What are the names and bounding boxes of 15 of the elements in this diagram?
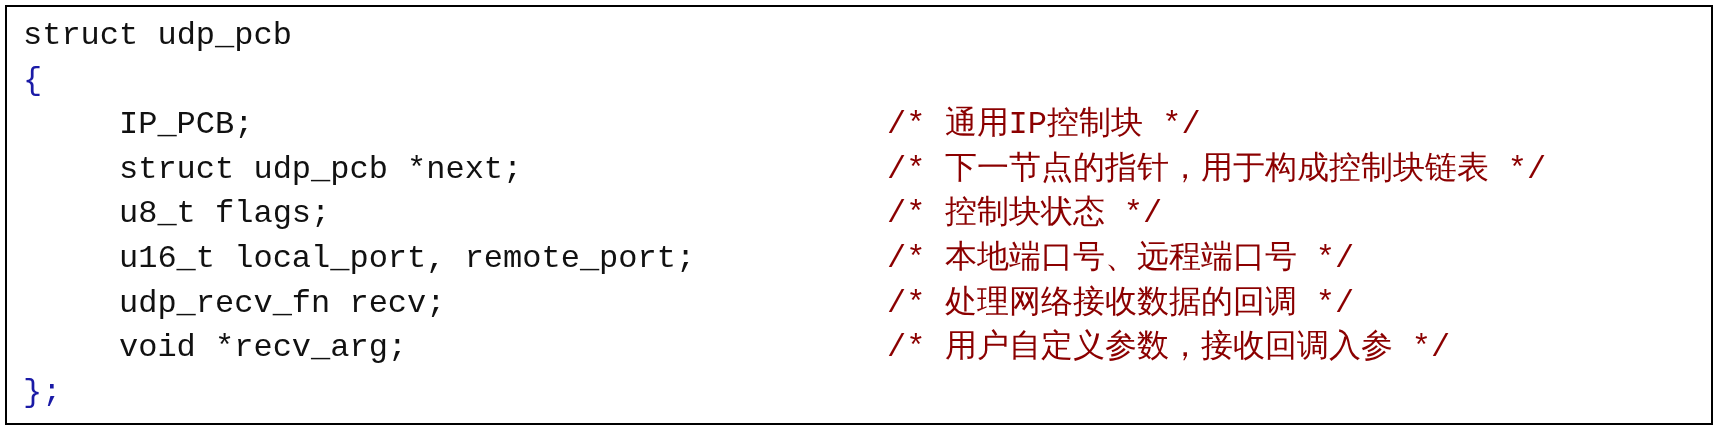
code-line: }; xyxy=(23,372,62,413)
code-comment: /* 处理网络接收数据的回调 */ xyxy=(887,283,1355,324)
code-line: IP_PCB; xyxy=(119,105,254,146)
code-line: struct udp_pcb xyxy=(23,16,292,56)
code-comment: /* 控制块状态 */ xyxy=(887,194,1163,235)
code-comment: /* 用户自定义参数，接收回调入参 */ xyxy=(887,328,1451,369)
code-line: u8_t flags; xyxy=(119,194,331,235)
code-line: udp_recv_fn recv; xyxy=(119,283,446,324)
code-comment: /* 通用IP控制块 */ xyxy=(887,105,1201,146)
code-line: struct udp_pcb *next; xyxy=(119,149,523,190)
code-line: void *recv_arg; xyxy=(119,328,408,369)
code-line: u16_t local_port, remote_port; xyxy=(119,239,696,279)
code-comment: /* 下一节点的指针，用于构成控制块链表 */ xyxy=(887,149,1547,190)
code-line: { xyxy=(23,60,43,101)
code-comment: /* 本地端口号、远程端口号 */ xyxy=(887,239,1355,279)
